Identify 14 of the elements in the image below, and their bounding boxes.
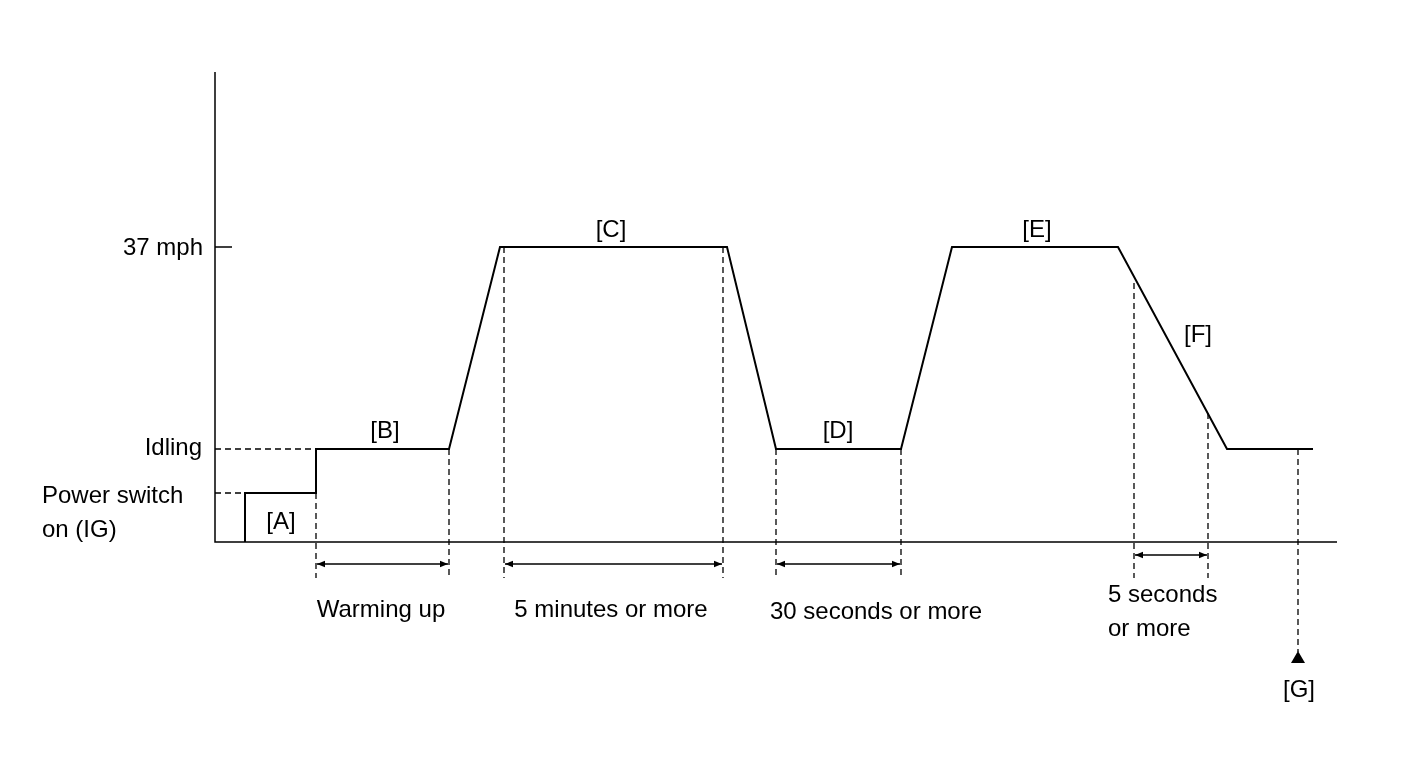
phase-label: [A] [266,506,296,536]
duration-label: 5 minutes or more [514,594,708,624]
phase-label: [B] [370,415,400,445]
axis-label: Power switch on (IG) [42,480,185,544]
duration-label: 5 seconds or more [1108,579,1219,643]
phase-label: [C] [595,214,627,244]
duration-label: 30 seconds or more [769,596,983,626]
duration-label: Warming up [316,594,446,624]
phase-label: [G] [1283,674,1315,704]
phase-label: [F] [1184,319,1212,349]
axis-label: 37 mph [122,232,203,262]
axis-label: Idling [144,432,202,462]
phase-label: [D] [822,415,854,445]
phase-label: [E] [1022,214,1052,244]
